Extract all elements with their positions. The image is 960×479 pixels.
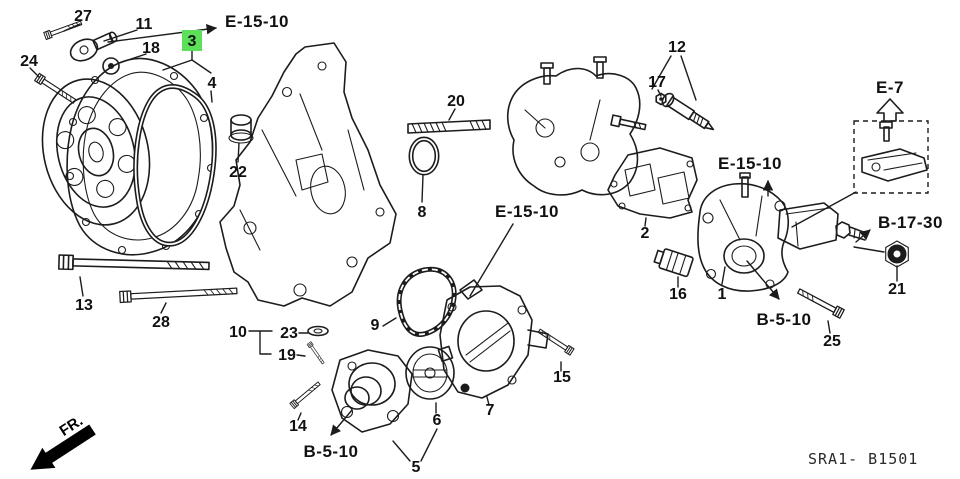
bolt-24-drawing — [34, 72, 78, 106]
ref-e-15-10-top[interactable]: E-15-10 — [225, 12, 289, 31]
bolt-14-drawing — [289, 380, 322, 410]
grommet-18-drawing — [102, 57, 120, 75]
nut-22-drawing — [228, 114, 254, 144]
engine-block-bracket-drawing — [219, 42, 397, 307]
callout-15[interactable]: 15 — [553, 369, 571, 386]
callout-10[interactable]: 10 — [229, 324, 247, 341]
callout-20[interactable]: 20 — [447, 93, 465, 110]
callout-2[interactable]: 2 — [641, 225, 650, 242]
bolt-28-drawing — [119, 284, 238, 304]
tensioner-holder-drawing — [506, 56, 647, 196]
callout-5[interactable]: 5 — [412, 459, 421, 476]
callout-28[interactable]: 28 — [152, 314, 170, 331]
valve-joint-b1730-drawing — [777, 202, 867, 250]
callout-4[interactable]: 4 — [208, 75, 217, 92]
callout-3-highlighted[interactable]: 3 — [188, 33, 197, 50]
bracket-1-drawing — [697, 172, 790, 292]
callout-18[interactable]: 18 — [142, 40, 160, 57]
reference-labels: E-15-10 E-15-10 E-15-10 E-7 B-17-30 B-5-… — [225, 12, 943, 461]
callout-19[interactable]: 19 — [278, 347, 296, 364]
thermostat-6-drawing — [405, 345, 455, 400]
oring-8-drawing — [408, 136, 440, 176]
e7-dashed-box-drawing — [853, 120, 929, 194]
water-pump-pulley-drawing — [41, 78, 151, 226]
callout-23[interactable]: 23 — [280, 325, 298, 342]
callout-1[interactable]: 1 — [718, 286, 727, 303]
ref-b-17-30[interactable]: B-17-30 — [878, 213, 943, 232]
callout-9[interactable]: 9 — [371, 317, 380, 334]
callout-22[interactable]: 22 — [229, 164, 247, 181]
callout-7[interactable]: 7 — [486, 402, 495, 419]
ref-e-15-10-mid[interactable]: E-15-10 — [495, 202, 559, 221]
fr-arrow-icon — [30, 424, 96, 470]
stud-bolt-20-drawing — [407, 119, 491, 134]
callout-27[interactable]: 27 — [74, 8, 92, 25]
sensor-11-drawing — [69, 31, 118, 62]
diagram-code: SRA1- B1501 — [808, 450, 918, 468]
nut-17-drawing — [655, 92, 667, 106]
sensor-12-drawing — [661, 92, 715, 131]
ref-e-15-10-right[interactable]: E-15-10 — [718, 154, 782, 173]
water-pump-5-drawing — [331, 349, 413, 433]
chain-case-cover-drawing — [65, 57, 216, 256]
callout-24[interactable]: 24 — [20, 53, 38, 70]
callout-6[interactable]: 6 — [433, 412, 442, 429]
callout-16[interactable]: 16 — [669, 286, 687, 303]
e7-arrow-icon — [876, 98, 904, 122]
callout-labels: 27 11 18 24 3 4 22 20 8 12 17 2 16 1 21 … — [20, 8, 906, 476]
screw-19-drawing — [306, 341, 326, 366]
bolt-13-drawing — [58, 254, 210, 274]
callout-11[interactable]: 11 — [136, 16, 153, 33]
callout-8[interactable]: 8 — [418, 204, 427, 221]
gasket-9-drawing — [396, 266, 457, 337]
callout-17[interactable]: 17 — [648, 74, 666, 91]
sealing-bolt-16-drawing — [653, 248, 694, 278]
leader-lines — [29, 23, 898, 462]
ref-b-5-10-right[interactable]: B-5-10 — [757, 310, 812, 329]
callout-25[interactable]: 25 — [823, 333, 841, 350]
callout-21[interactable]: 21 — [888, 281, 906, 298]
gasket-4-drawing — [133, 84, 217, 247]
water-outlet-cover-7-drawing — [439, 279, 549, 399]
bolt-15-drawing — [536, 327, 575, 356]
callout-12[interactable]: 12 — [668, 39, 686, 56]
nut-21-drawing — [885, 240, 909, 268]
ref-e-7[interactable]: E-7 — [876, 78, 904, 97]
front-direction-arrow: FR. — [30, 412, 96, 470]
ref-b-5-10-bottom[interactable]: B-5-10 — [304, 442, 359, 461]
callout-14[interactable]: 14 — [289, 418, 307, 435]
callout-13[interactable]: 13 — [75, 297, 93, 314]
highlight-box-3 — [182, 30, 202, 51]
gasket-2-drawing — [607, 147, 698, 219]
washer-23-drawing — [307, 325, 329, 337]
